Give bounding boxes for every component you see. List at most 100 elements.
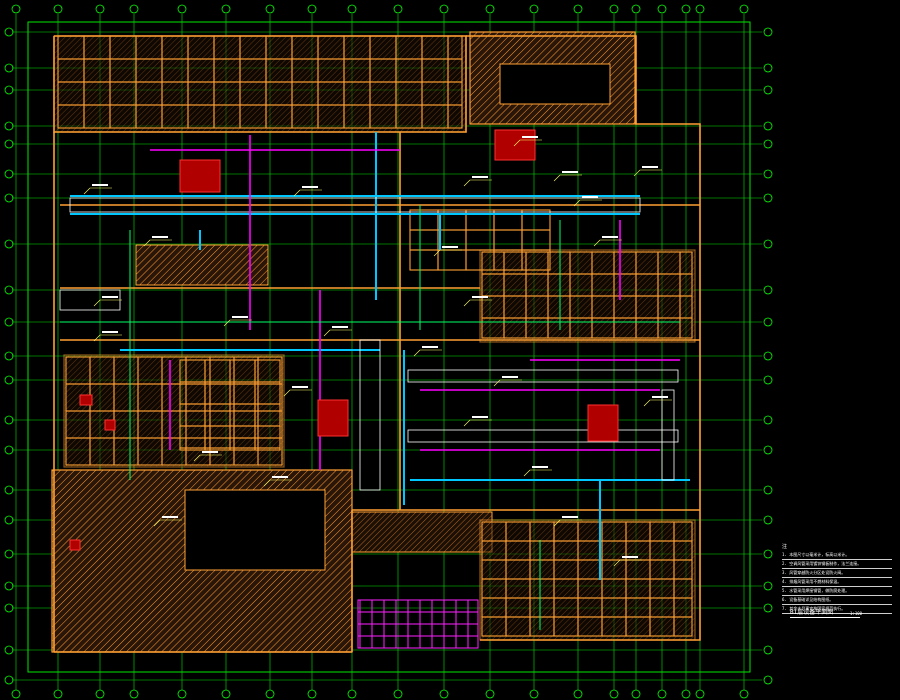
axis-bubble	[4, 169, 14, 179]
room-cell	[679, 317, 693, 339]
leader-line	[263, 479, 271, 487]
axis-bubble	[681, 4, 691, 14]
room-cell	[493, 229, 523, 251]
room-partitions	[57, 35, 693, 637]
axis-bubble	[307, 689, 317, 699]
axis-bubble	[307, 4, 317, 14]
leader-line	[493, 379, 501, 387]
axis-bubble	[763, 645, 773, 655]
leader-text-stub	[522, 136, 538, 138]
axis-bubble	[695, 689, 705, 699]
leader-line	[323, 329, 331, 337]
axis-bubble	[681, 689, 691, 699]
room-cell	[447, 104, 463, 129]
leader-line	[523, 469, 531, 477]
axis-bubble	[609, 4, 619, 14]
axis-bubble	[573, 689, 583, 699]
axis-bubble	[4, 63, 14, 73]
axis-bubble	[4, 317, 14, 327]
leader-line	[223, 319, 231, 327]
room-cell	[673, 616, 693, 637]
note-2: 2. 空调风管采用镀锌钢板制作，法兰连接。	[782, 560, 892, 569]
axis-bubble	[4, 193, 14, 203]
leader-line	[83, 187, 91, 195]
axis-bubble	[763, 581, 773, 591]
leader-line	[413, 349, 421, 357]
axis-bubble	[265, 4, 275, 14]
axis-bubble	[485, 689, 495, 699]
axis-bubble	[763, 445, 773, 455]
leader-line	[153, 519, 161, 527]
leader-text-stub	[472, 416, 488, 418]
axis-bubble	[4, 27, 14, 37]
leader-line	[143, 239, 151, 247]
parking-bays	[357, 599, 479, 649]
dimension-frame	[27, 21, 751, 673]
leader-text-stub	[532, 466, 548, 468]
leader-line	[553, 174, 561, 182]
axis-bubble	[347, 4, 357, 14]
axis-bubble	[4, 415, 14, 425]
axis-bubble	[4, 121, 14, 131]
axis-bubble	[4, 581, 14, 591]
leader-text-stub	[202, 451, 218, 453]
axis-bubble	[631, 689, 641, 699]
leader-text-stub	[332, 326, 348, 328]
pipe-runs	[60, 205, 680, 630]
axis-bubble	[4, 675, 14, 685]
leader-text-stub	[562, 171, 578, 173]
title-underline	[790, 617, 860, 618]
room-cell	[521, 249, 551, 271]
axis-bubble	[177, 4, 187, 14]
axis-bubble	[763, 485, 773, 495]
axis-bubble	[763, 549, 773, 559]
leader-text-stub	[642, 166, 658, 168]
leader-text-stub	[272, 476, 288, 478]
axis-bubble	[763, 375, 773, 385]
leader-text-stub	[622, 556, 638, 558]
leader-line	[93, 334, 101, 342]
drawing-title: B1层设备平面图	[790, 609, 834, 616]
axis-bubble	[763, 351, 773, 361]
axis-bubble	[265, 689, 275, 699]
note-5: 5. 水管采用焊接钢管，做防腐处理。	[782, 587, 892, 596]
axis-bubble	[4, 239, 14, 249]
leader-text-stub	[102, 296, 118, 298]
axis-bubble	[763, 85, 773, 95]
axis-bubble	[609, 689, 619, 699]
axis-bubble	[763, 603, 773, 613]
duct-outlines	[59, 197, 679, 491]
axis-bubble	[4, 485, 14, 495]
axis-bubble	[631, 4, 641, 14]
axis-bubble	[439, 689, 449, 699]
leader-line	[463, 419, 471, 427]
leader-line	[283, 389, 291, 397]
leader-line	[193, 454, 201, 462]
leader-line	[643, 399, 651, 407]
axis-bubble	[739, 4, 749, 14]
axis-bubble	[529, 689, 539, 699]
drawing-scale: 1:100	[850, 611, 863, 616]
room-cell	[409, 229, 439, 251]
leader-line	[463, 299, 471, 307]
room-cell	[437, 249, 467, 271]
axis-bubble	[4, 285, 14, 295]
leader-text-stub	[422, 346, 438, 348]
axis-bubble	[4, 515, 14, 525]
axis-bubble	[393, 689, 403, 699]
leader-text-stub	[652, 396, 668, 398]
axis-bubble	[4, 351, 14, 361]
leader-text-stub	[562, 516, 578, 518]
axis-bubble	[4, 603, 14, 613]
leader-text-stub	[302, 186, 318, 188]
axis-bubble	[177, 689, 187, 699]
axis-bubble	[763, 515, 773, 525]
axis-bubble	[4, 139, 14, 149]
leader-line	[93, 299, 101, 307]
leader-line	[573, 199, 581, 207]
axis-bubble	[763, 139, 773, 149]
axis-bubble	[657, 4, 667, 14]
leader-line	[633, 169, 641, 177]
axis-bubble	[4, 549, 14, 559]
